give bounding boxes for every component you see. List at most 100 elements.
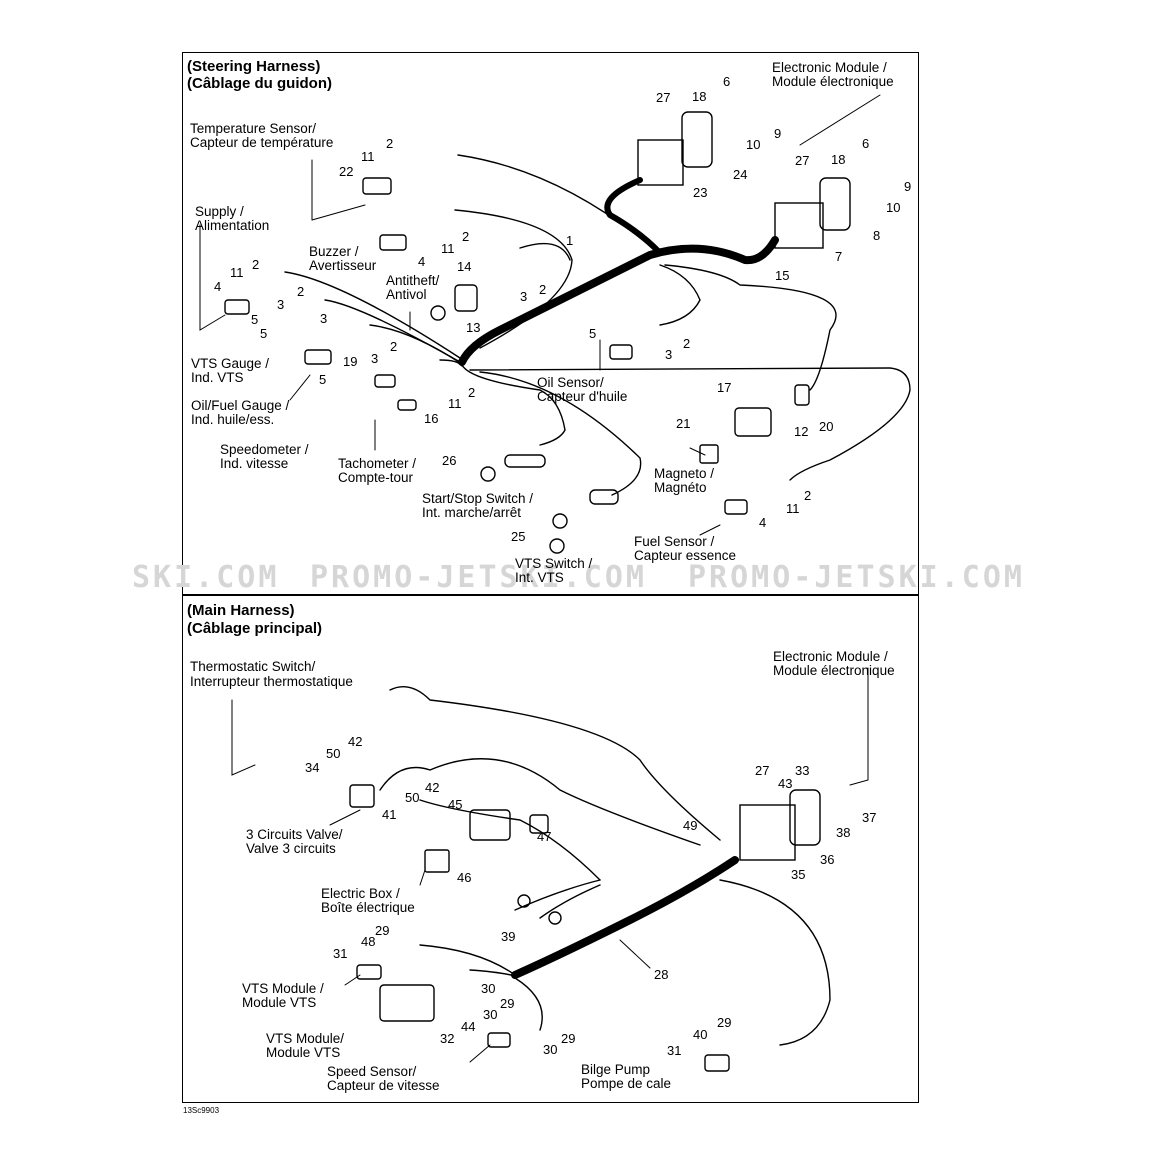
part-number: 50 xyxy=(405,790,420,805)
part-number: 49 xyxy=(683,818,698,833)
part-number: 40 xyxy=(693,1027,708,1042)
label-antitheft-fr: Antivol xyxy=(386,287,427,302)
part-number: 43 xyxy=(778,776,793,791)
part-number: 15 xyxy=(775,268,790,283)
label-vts-module-2-fr: Module VTS xyxy=(266,1045,341,1060)
part-number: 17 xyxy=(717,380,732,395)
part-number: 11 xyxy=(361,149,375,164)
part-number: 46 xyxy=(457,870,472,885)
part-number: 29 xyxy=(717,1015,732,1030)
part-number: 9 xyxy=(904,179,912,194)
part-number: 9 xyxy=(774,126,782,141)
part-number: 2 xyxy=(252,257,260,272)
part-number: 3 xyxy=(277,297,285,312)
label-tachometer-fr: Compte-tour xyxy=(338,470,414,485)
part-number: 33 xyxy=(795,763,810,778)
part-number: 2 xyxy=(297,284,305,299)
main-title-fr: (Câblage principal) xyxy=(187,620,323,637)
label-oil-fuel-gauge-en: Oil/Fuel Gauge / xyxy=(191,398,290,413)
part-number: 30 xyxy=(543,1042,558,1057)
part-number: 29 xyxy=(500,996,515,1011)
label-vts-gauge-en: VTS Gauge / xyxy=(191,356,270,371)
label-3-circuits-valve-fr: Valve 3 circuits xyxy=(246,841,336,856)
part-number: 31 xyxy=(333,946,348,961)
part-number: 26 xyxy=(442,453,457,468)
part-number: 47 xyxy=(537,829,552,844)
part-number: 18 xyxy=(692,89,707,104)
part-number: 37 xyxy=(862,810,877,825)
label-vts-switch-fr: Int. VTS xyxy=(515,570,564,585)
part-number: 6 xyxy=(723,74,731,89)
label-main-electronic-module-en: Electronic Module / xyxy=(773,649,888,664)
part-number: 25 xyxy=(511,529,526,544)
part-number: 21 xyxy=(676,416,691,431)
steering-title-fr: (Câblage du guidon) xyxy=(187,75,332,92)
part-number: 11 xyxy=(448,396,462,411)
part-number: 38 xyxy=(836,825,851,840)
part-number: 30 xyxy=(481,981,496,996)
part-number: 18 xyxy=(831,152,846,167)
label-buzzer-fr: Avertisseur xyxy=(309,258,377,273)
part-number: 32 xyxy=(440,1031,455,1046)
steering-title-en: (Steering Harness) xyxy=(187,58,321,75)
part-number: 5 xyxy=(589,326,597,341)
label-speedometer-en: Speedometer / xyxy=(220,442,309,457)
main-harness-thick xyxy=(511,856,739,979)
label-magneto-en: Magneto / xyxy=(654,466,715,481)
part-number: 5 xyxy=(319,372,327,387)
part-number: 44 xyxy=(461,1019,476,1034)
label-antitheft-en: Antitheft/ xyxy=(386,273,440,288)
part-number: 24 xyxy=(733,167,748,182)
part-number: 5 xyxy=(251,312,259,327)
part-number: 14 xyxy=(457,259,472,274)
part-number: 16 xyxy=(424,411,439,426)
label-fuel-sensor-fr: Capteur essence xyxy=(634,548,737,563)
label-electronic-module-fr: Module électronique xyxy=(772,74,894,89)
part-number: 29 xyxy=(375,923,390,938)
part-number: 11 xyxy=(786,501,800,516)
part-number: 27 xyxy=(755,763,770,778)
figure-code: 13Sc9903 xyxy=(183,1106,220,1115)
label-tachometer-en: Tachometer / xyxy=(338,456,417,471)
label-thermostatic-switch-fr: Interrupteur thermostatique xyxy=(190,674,353,689)
part-number: 27 xyxy=(795,153,810,168)
watermark-3: PROMO-JETSKI.COM xyxy=(688,560,1025,595)
part-number: 8 xyxy=(873,228,881,243)
label-3-circuits-valve-en: 3 Circuits Valve/ xyxy=(246,827,343,842)
watermark-1: SKI.COM xyxy=(132,560,280,595)
part-number: 5 xyxy=(260,326,268,341)
part-number: 6 xyxy=(862,136,870,151)
label-bilge-pump-en: Bilge Pump xyxy=(581,1062,651,1077)
part-number: 3 xyxy=(320,311,328,326)
part-number: 31 xyxy=(667,1043,682,1058)
part-number: 19 xyxy=(343,354,358,369)
part-number: 7 xyxy=(835,249,843,264)
label-vts-switch-en: VTS Switch / xyxy=(515,556,593,571)
part-number: 13 xyxy=(466,320,481,335)
label-thermostatic-switch-en: Thermostatic Switch/ xyxy=(190,659,316,674)
part-number: 27 xyxy=(656,90,671,105)
label-vts-gauge-fr: Ind. VTS xyxy=(191,370,244,385)
part-number: 48 xyxy=(361,934,376,949)
label-oil-sensor-en: Oil Sensor/ xyxy=(537,375,604,390)
label-start-stop-fr: Int. marche/arrêt xyxy=(422,505,522,520)
label-temperature-sensor-en: Temperature Sensor/ xyxy=(190,121,317,136)
part-number: 36 xyxy=(820,852,835,867)
part-number: 11 xyxy=(230,265,244,280)
label-supply-fr: Alimentation xyxy=(195,218,270,233)
part-number: 3 xyxy=(371,351,379,366)
label-temperature-sensor-fr: Capteur de température xyxy=(190,135,334,150)
label-vts-module-1-en: VTS Module / xyxy=(242,981,324,996)
part-number: 1 xyxy=(566,233,574,248)
part-number: 4 xyxy=(759,515,767,530)
part-number: 42 xyxy=(425,780,440,795)
label-supply-en: Supply / xyxy=(195,204,244,219)
part-number: 30 xyxy=(483,1007,498,1022)
label-electric-box-fr: Boîte électrique xyxy=(321,900,415,915)
part-number: 11 xyxy=(441,241,455,256)
part-number: 42 xyxy=(348,734,363,749)
label-start-stop-en: Start/Stop Switch / xyxy=(422,491,534,506)
label-vts-module-1-fr: Module VTS xyxy=(242,995,317,1010)
